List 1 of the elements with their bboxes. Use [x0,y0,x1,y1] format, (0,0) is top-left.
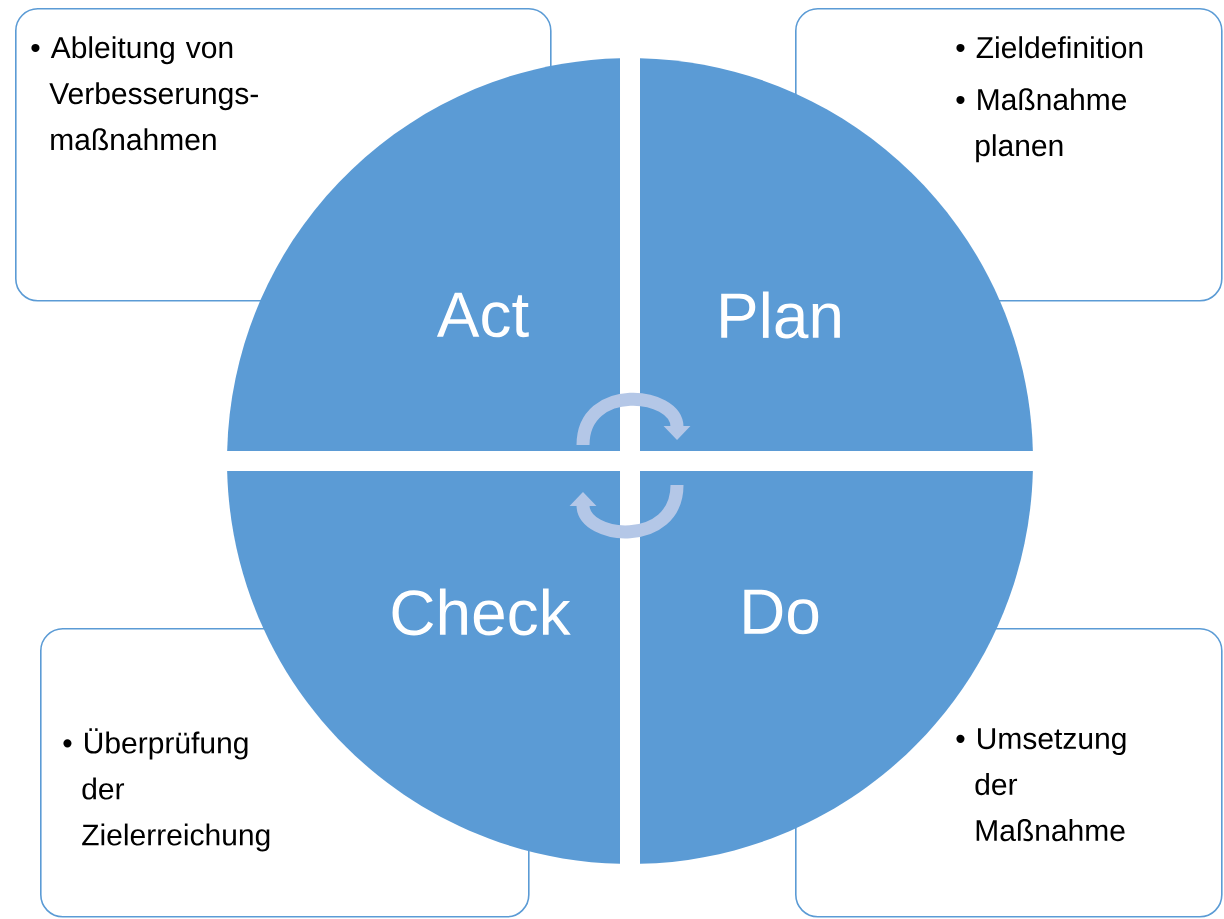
bullet-item: • Zieldefinition [956,36,1143,59]
